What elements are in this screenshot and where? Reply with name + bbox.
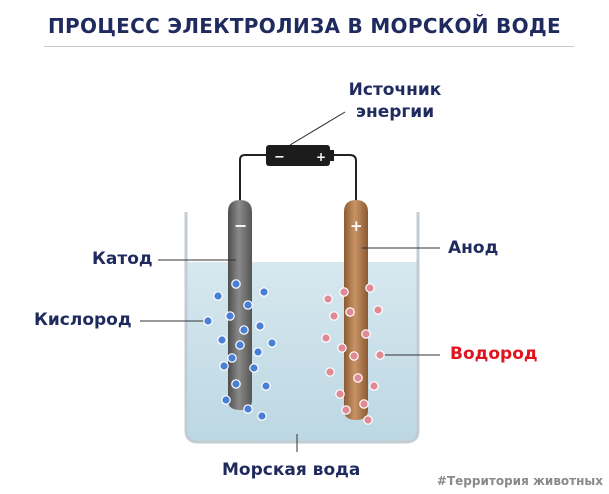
hydrogen-bubble xyxy=(323,294,333,304)
wire-right xyxy=(330,154,357,204)
anode-sign: + xyxy=(350,217,363,235)
oxygen-label: Кислород xyxy=(34,310,132,330)
oxygen-bubble xyxy=(203,316,213,326)
hydrogen-bubble xyxy=(341,405,351,415)
seawater-label: Морская вода xyxy=(222,460,361,480)
oxygen-bubble xyxy=(249,363,259,373)
hydrogen-bubble xyxy=(337,343,347,353)
battery-minus-sign: − xyxy=(274,150,285,165)
oxygen-bubble xyxy=(217,335,227,345)
oxygen-bubble xyxy=(221,395,231,405)
oxygen-bubble xyxy=(243,300,253,310)
oxygen-bubble xyxy=(219,361,229,371)
watermark: #Территория животных xyxy=(436,474,603,488)
oxygen-bubble xyxy=(227,353,237,363)
anode-rod xyxy=(344,200,368,420)
oxygen-bubble xyxy=(231,279,241,289)
oxygen-bubble xyxy=(231,379,241,389)
gas-bubbles xyxy=(203,279,385,425)
hydrogen-bubble xyxy=(363,415,373,425)
oxygen-bubble xyxy=(261,381,271,391)
hydrogen-bubble xyxy=(375,350,385,360)
wire-left xyxy=(239,154,266,204)
oxygen-bubble xyxy=(243,404,253,414)
anode-label: Анод xyxy=(448,238,499,258)
battery-plus-sign: + xyxy=(316,150,326,164)
oxygen-bubble xyxy=(253,347,263,357)
hydrogen-bubble xyxy=(329,311,339,321)
diagram-title: ПРОЦЕСС ЭЛЕКТРОЛИЗА В МОРСКОЙ ВОДЕ xyxy=(48,14,561,38)
hydrogen-bubble xyxy=(339,287,349,297)
hydrogen-label: Водород xyxy=(450,344,538,364)
hydrogen-bubble xyxy=(335,389,345,399)
oxygen-bubble xyxy=(239,325,249,335)
hydrogen-bubble xyxy=(353,373,363,383)
hydrogen-bubble xyxy=(359,399,369,409)
oxygen-bubble xyxy=(213,291,223,301)
source-pointer xyxy=(289,111,346,146)
hydrogen-bubble xyxy=(345,307,355,317)
oxygen-bubble xyxy=(235,340,245,350)
hydrogen-bubble xyxy=(373,305,383,315)
battery-terminal xyxy=(330,150,334,161)
oxygen-bubble xyxy=(259,287,269,297)
container-wall xyxy=(184,212,420,444)
hydrogen-bubble xyxy=(365,283,375,293)
oxygen-bubble xyxy=(225,311,235,321)
power-source-line2: энергии xyxy=(355,102,435,122)
cathode-label: Катод xyxy=(92,249,153,269)
hydrogen-bubble xyxy=(369,381,379,391)
hydrogen-bubble xyxy=(349,351,359,361)
oxygen-bubble xyxy=(255,321,265,331)
oxygen-bubble xyxy=(267,338,277,348)
hydrogen-bubble xyxy=(321,333,331,343)
hydrogen-bubble xyxy=(325,367,335,377)
power-source-label: Источник энергии xyxy=(330,80,460,122)
hydrogen-bubble xyxy=(361,329,371,339)
oxygen-bubble xyxy=(257,411,267,421)
battery-body xyxy=(266,145,330,166)
power-source-line1: Источник xyxy=(348,80,442,100)
cathode-sign: − xyxy=(234,216,247,235)
title-divider xyxy=(44,46,574,47)
